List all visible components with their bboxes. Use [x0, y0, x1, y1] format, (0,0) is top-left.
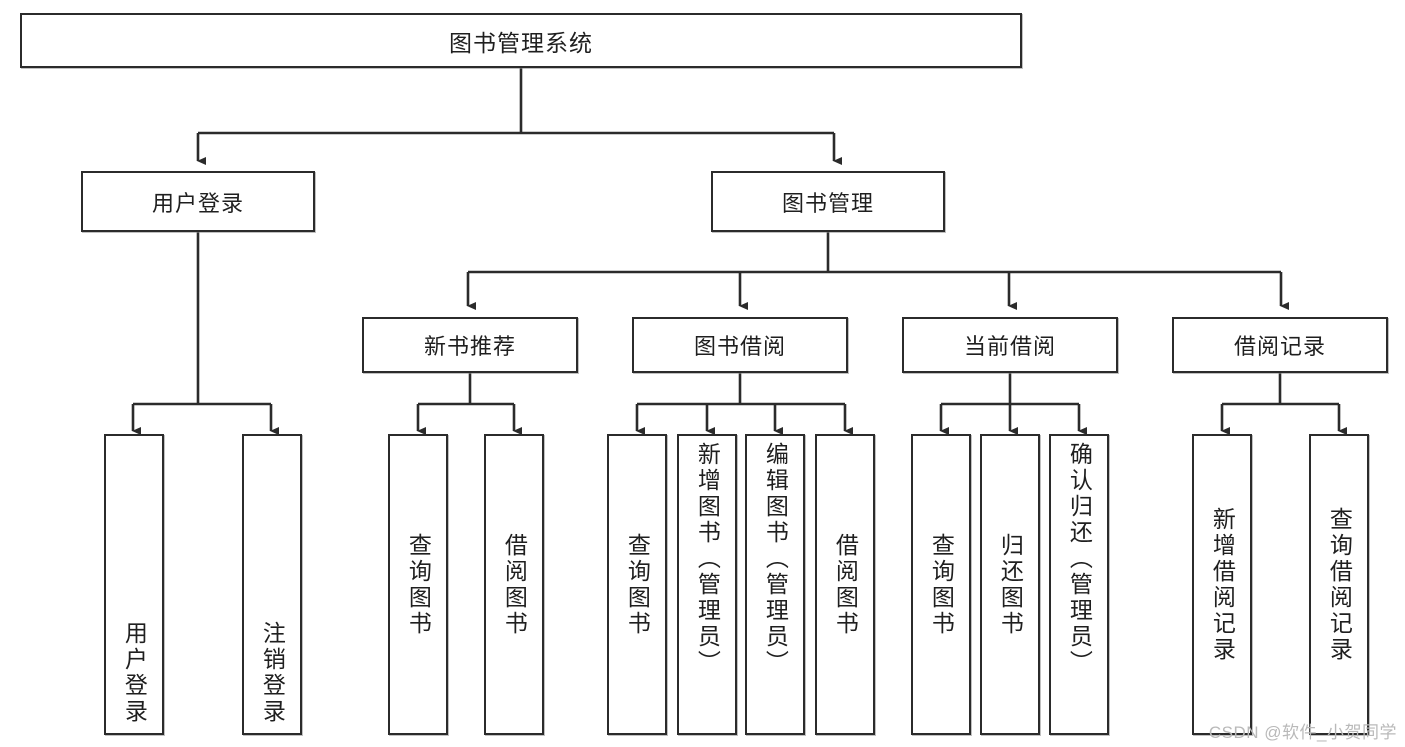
- leaf-label: 查询图书: [624, 532, 651, 637]
- leaf-user-login-login[interactable]: 用户登录: [104, 434, 164, 735]
- leaf-label: 查询图书: [405, 532, 432, 637]
- node-label: 新书推荐: [423, 334, 516, 359]
- leaf-label: 新增图书（管理员）: [694, 442, 721, 676]
- leaf-label: 查询借阅记录: [1326, 506, 1353, 663]
- node-label: 图书管理: [781, 190, 874, 216]
- leaf-label: 借阅图书: [832, 532, 859, 637]
- node-book-borrow[interactable]: 图书借阅: [632, 317, 848, 373]
- leaf-label: 新增借阅记录: [1209, 506, 1236, 663]
- node-label: 借阅记录: [1233, 334, 1326, 359]
- node-label: 当前借阅: [963, 334, 1056, 359]
- leaf-label: 归还图书: [997, 532, 1024, 637]
- watermark-text: CSDN @软件_小贺同学: [1208, 723, 1397, 742]
- leaf-record-query-record[interactable]: 查询借阅记录: [1309, 434, 1369, 735]
- leaf-borrow-borrow-book[interactable]: 借阅图书: [815, 434, 875, 735]
- node-label: 用户登录: [151, 190, 244, 216]
- leaf-user-login-logout[interactable]: 注销登录: [242, 434, 302, 735]
- leaf-new-book-query[interactable]: 查询图书: [388, 434, 448, 735]
- leaf-new-book-borrow[interactable]: 借阅图书: [484, 434, 544, 735]
- leaf-current-query-book[interactable]: 查询图书: [911, 434, 971, 735]
- leaf-current-confirm-return-admin[interactable]: 确认归还（管理员）: [1049, 434, 1109, 735]
- leaf-borrow-query-book[interactable]: 查询图书: [607, 434, 667, 735]
- node-user-login[interactable]: 用户登录: [81, 171, 315, 232]
- node-root[interactable]: 图书管理系统: [20, 13, 1022, 68]
- node-label: 图书管理系统: [449, 29, 593, 56]
- leaf-current-return-book[interactable]: 归还图书: [980, 434, 1040, 735]
- leaf-label: 确认归还（管理员）: [1066, 442, 1093, 676]
- node-current-borrow[interactable]: 当前借阅: [902, 317, 1118, 373]
- leaf-borrow-edit-book-admin[interactable]: 编辑图书（管理员）: [745, 434, 805, 735]
- node-label: 图书借阅: [693, 334, 786, 359]
- leaf-borrow-add-book-admin[interactable]: 新增图书（管理员）: [677, 434, 737, 735]
- leaf-label: 注销登录: [259, 621, 286, 725]
- leaf-label: 借阅图书: [501, 532, 528, 637]
- node-borrow-record[interactable]: 借阅记录: [1172, 317, 1388, 373]
- node-book-management[interactable]: 图书管理: [711, 171, 945, 232]
- node-new-book-recommend[interactable]: 新书推荐: [362, 317, 578, 373]
- leaf-label: 用户登录: [121, 621, 148, 725]
- leaf-record-add-record[interactable]: 新增借阅记录: [1192, 434, 1252, 735]
- leaf-label: 查询图书: [928, 532, 955, 637]
- leaf-label: 编辑图书（管理员）: [762, 442, 789, 676]
